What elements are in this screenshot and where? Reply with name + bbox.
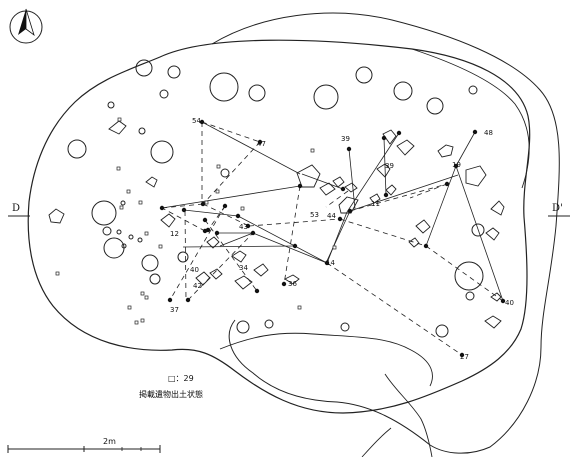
label-39-top: 39 [341, 135, 350, 143]
label-44: 44 [327, 212, 336, 220]
small-square-markers [55, 117, 337, 325]
label-47: 47 [257, 140, 266, 148]
label-14: 14 [326, 259, 335, 267]
section-right-label: D' [552, 203, 563, 214]
label-40-right: 40 [505, 299, 514, 307]
label-39-right: 39 [385, 162, 394, 170]
join-lines-dashed [161, 121, 504, 356]
stone-fragments [48, 120, 505, 329]
artifact-points [159, 119, 506, 358]
lower-bottom-profile [361, 427, 392, 457]
label-19: 19 [452, 161, 461, 169]
label-36: 36 [288, 280, 297, 288]
postholes [67, 59, 485, 338]
label-27: 27 [460, 353, 469, 361]
join-lines-solid [161, 121, 504, 302]
label-11: 11 [371, 200, 380, 208]
label-40-left: 40 [190, 266, 199, 274]
label-54: 54 [192, 117, 201, 125]
right-inner-edge [411, 48, 530, 189]
legend-symbol-label: □：29 [168, 374, 194, 383]
label-43: 43 [239, 223, 248, 231]
label-53: 53 [310, 211, 319, 219]
lower-right-profile [384, 373, 433, 457]
label-37: 37 [170, 306, 179, 314]
label-42: 42 [193, 282, 202, 290]
label-12: 12 [170, 230, 179, 238]
inner-pit-edge [219, 332, 433, 387]
outer-pit-outline [211, 12, 560, 454]
map-caption: 掲載遺物出土状態 [139, 389, 203, 399]
north-arrow-icon [9, 8, 43, 44]
scale-label: 2m [103, 437, 116, 446]
label-34: 34 [239, 264, 248, 272]
scale-bar [7, 445, 161, 453]
pit-outline [27, 39, 531, 414]
artifact-number-labels: 54 47 39 48 39 19 11 44 53 43 12 40 34 3… [170, 117, 514, 361]
label-48: 48 [484, 129, 493, 137]
section-left-label: D [12, 203, 20, 214]
